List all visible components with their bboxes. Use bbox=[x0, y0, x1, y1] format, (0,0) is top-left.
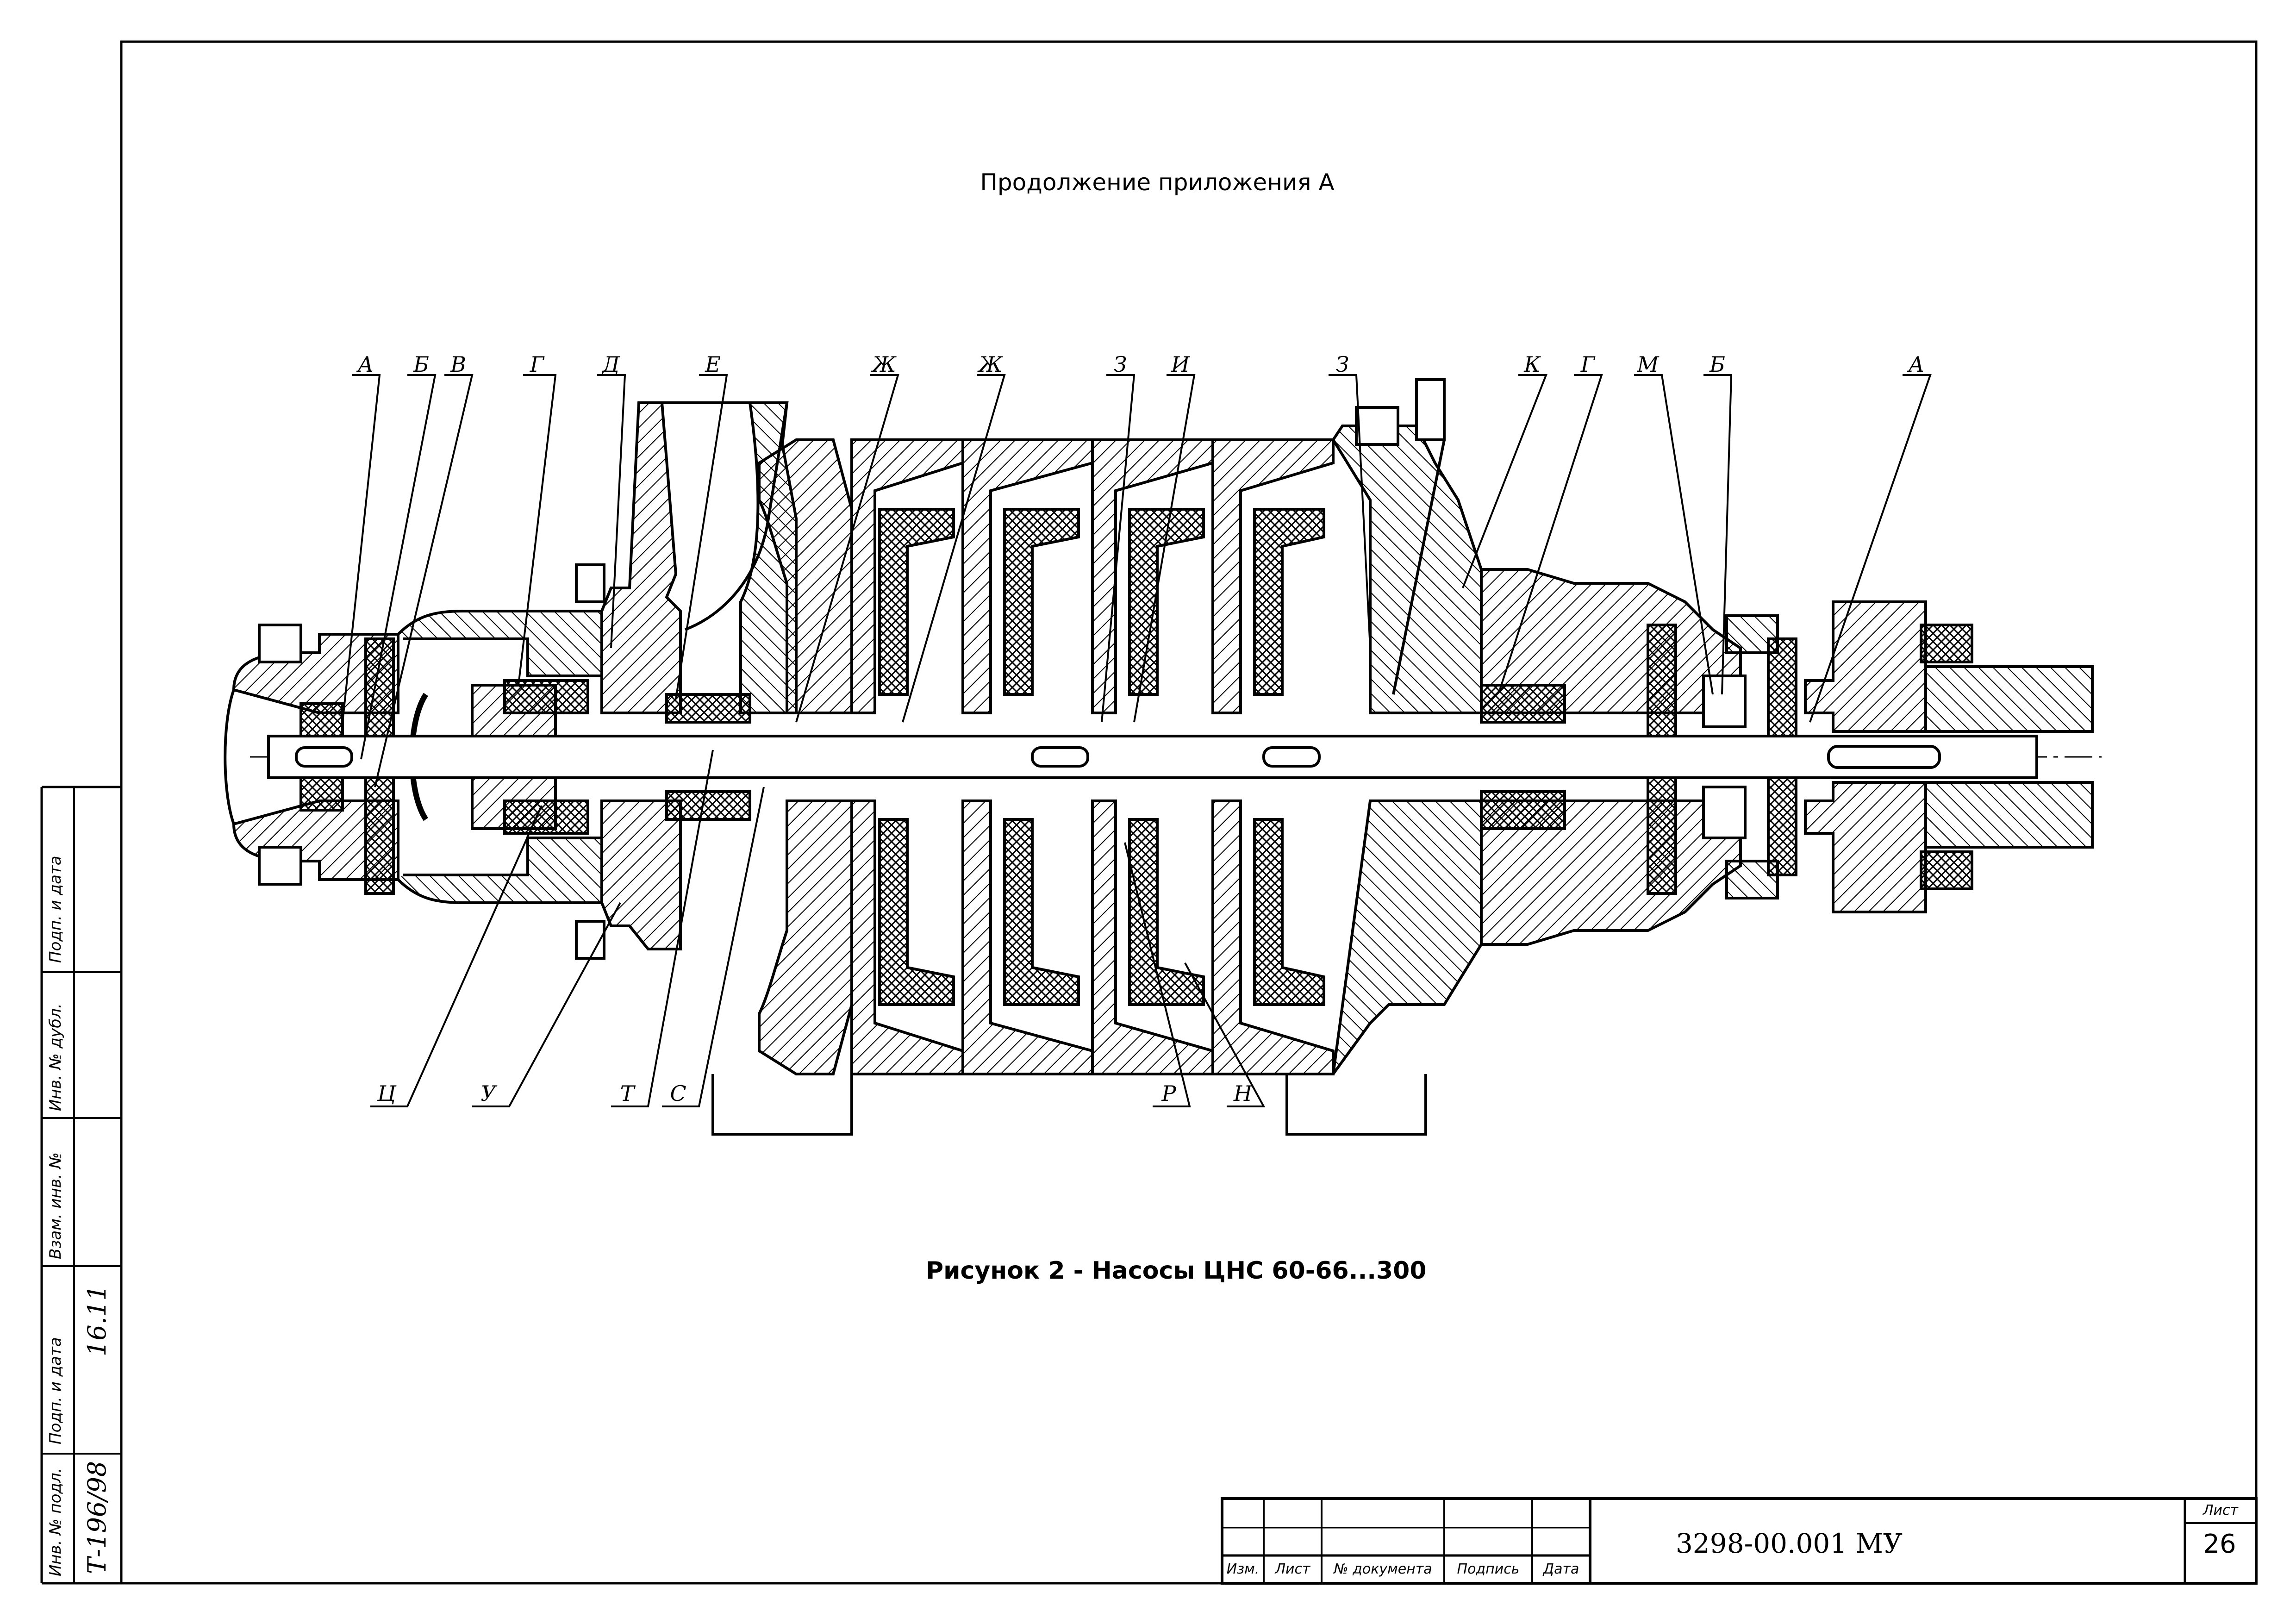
label-bottom-1: Ц bbox=[377, 1081, 396, 1106]
stamp-sign-value: 16.11 bbox=[82, 1285, 112, 1356]
sheet-label: Лист bbox=[2202, 1502, 2239, 1518]
figure-caption: Рисунок 2 - Насосы ЦНС 60-66...300 bbox=[926, 1257, 1427, 1285]
stage-sections bbox=[758, 438, 1335, 1075]
stamp-sign-date-1: Подп. и дата bbox=[46, 1337, 65, 1444]
label-top-12: К bbox=[1524, 352, 1541, 377]
document-number: 3298-00.001 МУ bbox=[1676, 1528, 1903, 1559]
label-top-11: З bbox=[1335, 352, 1349, 377]
label-top-6: Е bbox=[705, 352, 721, 377]
stamp-inv-value: Т-196/98 bbox=[82, 1461, 112, 1574]
tb-col-change: Изм. bbox=[1226, 1561, 1260, 1577]
label-top-4: Г bbox=[530, 352, 544, 377]
stamp-replace-inv: Взам. инв. № bbox=[46, 1152, 65, 1259]
label-top-1: А bbox=[357, 352, 374, 377]
foot-left bbox=[711, 1074, 853, 1136]
stamp-inv-original: Инв. № подл. bbox=[46, 1468, 65, 1576]
label-bottom-4: С bbox=[670, 1081, 686, 1106]
label-top-2: Б bbox=[413, 352, 429, 377]
sheet-heading: Продолжение приложения А bbox=[980, 169, 1335, 196]
label-top-15: Б bbox=[1710, 352, 1725, 377]
tb-col-document: № документа bbox=[1334, 1561, 1432, 1577]
title-block bbox=[1221, 1497, 2258, 1585]
tb-col-date: Дата bbox=[1543, 1561, 1579, 1577]
pump-section-drawing bbox=[224, 378, 2102, 1136]
label-bottom-5: Р bbox=[1161, 1081, 1176, 1106]
suction-casing bbox=[600, 401, 682, 714]
label-top-7: Ж bbox=[872, 352, 896, 377]
label-bottom-3: Т bbox=[620, 1081, 635, 1106]
label-bottom-6: Н bbox=[1233, 1081, 1253, 1106]
label-top-13: Г bbox=[1580, 352, 1595, 377]
label-top-5: Д bbox=[602, 352, 620, 377]
impellers bbox=[878, 508, 1325, 1006]
label-top-8: Ж bbox=[979, 352, 1003, 377]
discharge-casing bbox=[1331, 425, 1483, 714]
tb-col-signature: Подпись bbox=[1457, 1561, 1520, 1577]
coupling bbox=[1804, 600, 1927, 733]
stamp-inv-duplicate: Инв. № дубл. bbox=[46, 1003, 65, 1111]
label-bottom-2: У bbox=[480, 1081, 496, 1106]
sheet-number: 26 bbox=[2203, 1529, 2236, 1559]
shaft bbox=[267, 735, 2038, 779]
label-top-10: И bbox=[1171, 352, 1190, 377]
foot-right bbox=[1285, 1074, 1427, 1136]
tb-col-sheet: Лист bbox=[1275, 1561, 1310, 1577]
label-top-16: А bbox=[1908, 352, 1925, 377]
label-top-3: В bbox=[450, 352, 466, 377]
label-top-9: З bbox=[1113, 352, 1127, 377]
stamp-sign-date-2: Подп. и дата bbox=[46, 856, 65, 963]
sheet-frame bbox=[40, 40, 2258, 1585]
label-top-14: М bbox=[1637, 352, 1659, 377]
leader-lines bbox=[342, 374, 1932, 1107]
